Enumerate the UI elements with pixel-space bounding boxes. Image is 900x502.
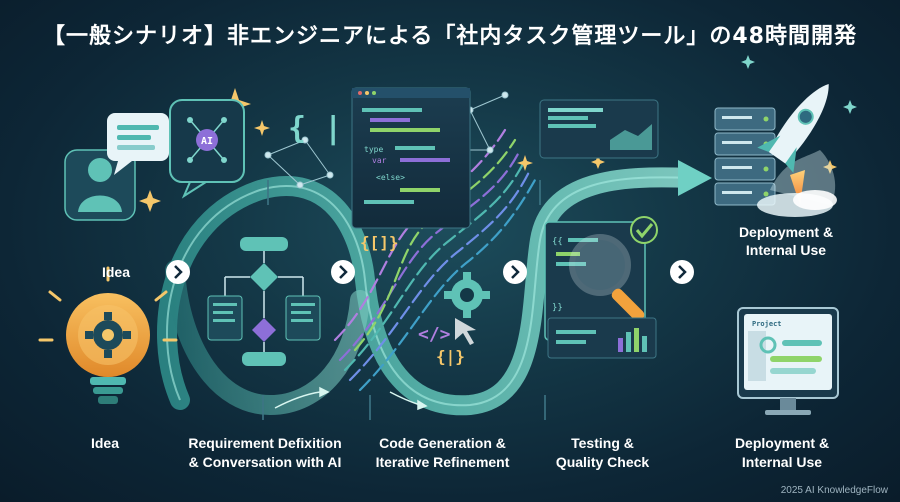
rocket-icon (757, 84, 837, 217)
copyright-footer: 2025 AI KnowledgeFlow (780, 485, 888, 496)
stage-chevron-icons (166, 260, 694, 284)
chevron-right-icon (503, 260, 527, 284)
check-badge-icon (630, 216, 658, 244)
svg-text:{{: {{ (552, 237, 563, 247)
lightbulb-icon (66, 293, 150, 404)
chevron-right-icon (331, 260, 355, 284)
deployment-upper-label-line2: Internal Use (745, 242, 827, 258)
chat-bubble-icon (107, 113, 169, 175)
brackets-icon-text: {[]} (360, 233, 399, 252)
magnifier-icon (569, 234, 645, 322)
stage-label-line: Quality Check (555, 454, 650, 470)
code-var-text: var (372, 156, 387, 165)
stage-label-line: Code Generation & (379, 435, 506, 451)
chevron-right-icon (166, 260, 190, 284)
test-code-panel: {{ }} (544, 221, 646, 341)
server-rack-icon (714, 107, 776, 206)
code-type-text: type (364, 145, 383, 154)
bulb-rays (38, 266, 178, 342)
code-else-text: <else> (376, 173, 405, 182)
stage-label-line: Internal Use (741, 454, 823, 470)
stage-label-line: & Conversation with AI (188, 454, 342, 470)
ai-bubble-icon: AI (169, 99, 245, 199)
stage-label-deployment: Deployment & Internal Use (712, 434, 852, 472)
project-window-label: Project (752, 320, 782, 328)
stage-label-code-generation: Code Generation & Iterative Refinement (360, 434, 525, 472)
stage-label-line: Requirement Defixition (188, 435, 342, 451)
cursor-icon (455, 318, 476, 345)
page-title: 【一般シナリオ】非エンジニアによる「社内タスク管理ツール」の48時間開発 (43, 24, 857, 49)
ribbon-arrows (274, 386, 428, 411)
gear-icon (444, 272, 490, 318)
stage-label-idea: Idea (70, 434, 140, 453)
stage-dividers (262, 180, 546, 420)
svg-text:}}: }} (552, 303, 563, 313)
deployment-upper-label-line1: Deployment & (738, 224, 834, 240)
dashboard-chart-panel (539, 99, 659, 159)
tag-icon-text: </> (418, 324, 451, 345)
stage-label-line: Iterative Refinement (375, 454, 510, 470)
flow-arrowhead (678, 160, 712, 196)
tag-code-icon: </> {|} (418, 324, 465, 367)
monitor-dashboard-icon: Project (737, 307, 839, 415)
ai-label: AI (201, 136, 213, 147)
stage-label-testing: Testing & Quality Check (540, 434, 665, 472)
idea-upper-label: Idea (101, 264, 130, 280)
stage-label-line: Idea (90, 435, 119, 451)
stage-label-line: Deployment & (734, 435, 830, 451)
flowchart-diagram (207, 237, 321, 366)
stage-label-line: Testing & (571, 435, 634, 451)
bar-chart-panel (547, 317, 657, 359)
code-editor-panel: type var <else> {[]} (351, 87, 471, 252)
chevron-right-icon (670, 260, 694, 284)
stage-label-requirement: Requirement Defixition & Conversation wi… (170, 434, 360, 472)
bar-icon-text: {|} (436, 347, 465, 367)
